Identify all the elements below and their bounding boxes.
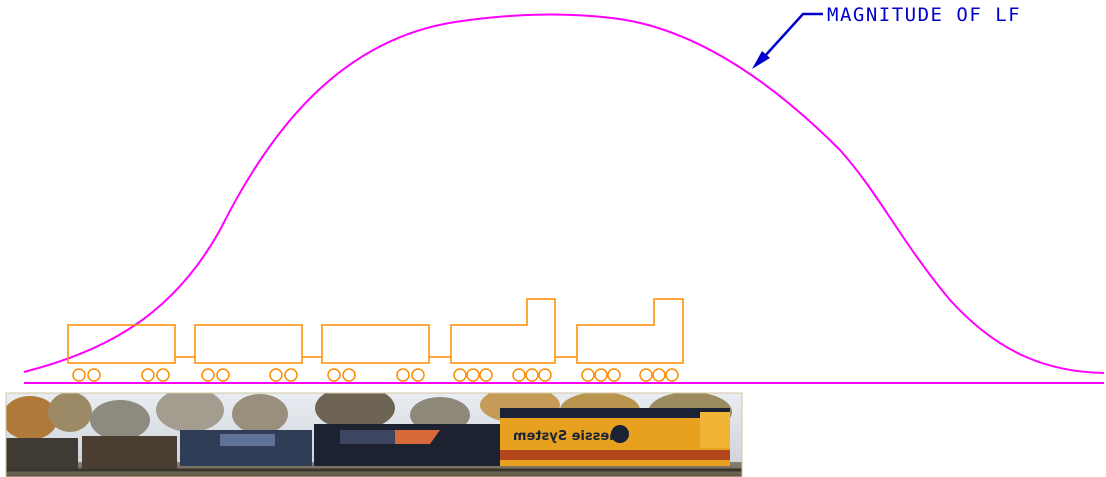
wheel xyxy=(479,368,493,382)
wheel xyxy=(453,368,467,382)
train-car-1 xyxy=(67,324,176,382)
photo-chessie-logo-icon xyxy=(611,425,629,443)
car-body xyxy=(194,324,303,364)
wheel xyxy=(156,368,170,382)
wheel xyxy=(216,368,230,382)
wheel xyxy=(87,368,101,382)
wheel xyxy=(141,368,155,382)
wheel xyxy=(396,368,410,382)
wheel xyxy=(581,368,595,382)
wheel xyxy=(594,368,608,382)
locomotive-1 xyxy=(450,298,556,382)
wheel xyxy=(72,368,86,382)
photo-boxcar xyxy=(6,438,78,470)
wheel xyxy=(525,368,539,382)
wheel xyxy=(284,368,298,382)
label-arrow xyxy=(752,12,823,69)
wheel xyxy=(201,368,215,382)
arrow-leader-line xyxy=(763,12,823,58)
car-body xyxy=(321,324,430,364)
wheel xyxy=(652,368,666,382)
wheel xyxy=(411,368,425,382)
photo-lettering: Chessie System xyxy=(513,429,628,444)
train-car-2 xyxy=(194,324,303,382)
wheel xyxy=(665,368,679,382)
wheel xyxy=(327,368,341,382)
wheel xyxy=(639,368,653,382)
car-body xyxy=(67,324,176,364)
train-outline xyxy=(67,298,684,382)
train-car-3 xyxy=(321,324,430,382)
curve-label: MAGNITUDE OF LF xyxy=(827,4,1021,26)
locomotive-body xyxy=(450,298,556,364)
locomotive-2 xyxy=(576,298,684,382)
magnitude-curve xyxy=(23,13,1105,374)
wheel xyxy=(607,368,621,382)
wheel xyxy=(342,368,356,382)
photo-boxcar xyxy=(82,436,177,470)
wheel xyxy=(538,368,552,382)
wheel xyxy=(512,368,526,382)
arrow-head-icon xyxy=(752,51,770,69)
wheel xyxy=(269,368,283,382)
locomotive-body xyxy=(576,298,684,364)
wheel xyxy=(466,368,480,382)
freight-train-photo: Chessie System xyxy=(5,392,743,477)
